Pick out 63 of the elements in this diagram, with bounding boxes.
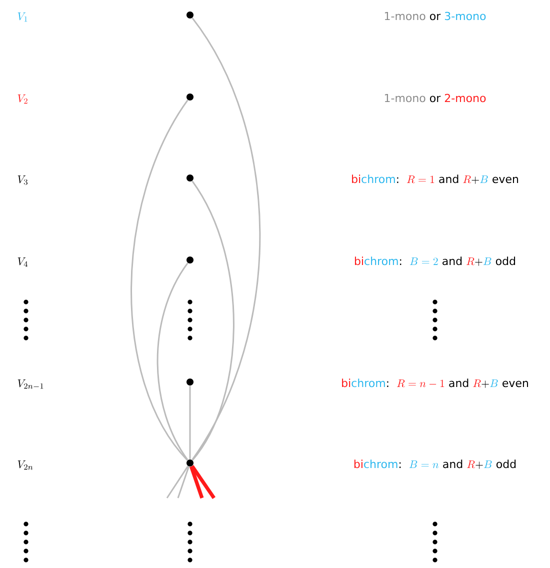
vertex-label: $V_1$ bbox=[18, 12, 28, 22]
label: odd bbox=[496, 256, 516, 266]
vertex-label: $V_3$ bbox=[18, 176, 28, 185]
label: bi bbox=[352, 174, 360, 184]
condition-text: 1-mono or 2-mono bbox=[384, 94, 486, 102]
label: and bbox=[442, 256, 462, 266]
edge-line bbox=[190, 465, 216, 500]
label: odd bbox=[496, 460, 516, 468]
edge-line bbox=[166, 466, 189, 498]
vertex-label: $V_2$ bbox=[18, 94, 28, 104]
label: : bbox=[397, 177, 398, 183]
label: $B=2$ bbox=[410, 258, 438, 265]
label: and bbox=[443, 460, 462, 468]
label: and bbox=[439, 174, 458, 184]
label: chrom bbox=[364, 256, 398, 266]
edge-line bbox=[177, 466, 190, 498]
label: even bbox=[502, 380, 528, 388]
vertex-dot bbox=[186, 12, 194, 18]
label: $+$ bbox=[475, 258, 482, 266]
vertex-dot bbox=[186, 378, 194, 386]
label: $R$ bbox=[473, 380, 481, 388]
vertex-label: $V_{2n-1}$ bbox=[18, 380, 44, 389]
label: chrom bbox=[352, 378, 385, 388]
condition-text: 1-mono or 3-mono bbox=[384, 12, 486, 20]
vertex-label: $V_{2n}$ bbox=[18, 460, 33, 470]
label: $B$ bbox=[480, 176, 488, 183]
vertex-dot bbox=[186, 460, 194, 466]
label: even bbox=[492, 176, 518, 184]
label: $R=1$ bbox=[406, 176, 434, 184]
vertex-dot bbox=[186, 94, 194, 100]
label: chrom bbox=[362, 174, 395, 184]
label: $+$ bbox=[472, 176, 479, 184]
condition-text: bichrom : $B=2$ and $R$$+$$B$ odd bbox=[354, 256, 516, 266]
label: : bbox=[399, 462, 401, 468]
label: : bbox=[387, 381, 388, 387]
label: $B=n$ bbox=[409, 460, 439, 468]
label: $B$ bbox=[484, 460, 492, 468]
edge-line bbox=[192, 180, 234, 461]
vertex-dot bbox=[186, 256, 194, 264]
vertex-label: $V_4$ bbox=[18, 258, 28, 267]
condition-text: bichrom : $B=n$ and $R$$+$$B$ odd bbox=[354, 460, 516, 469]
label: $R$ bbox=[463, 176, 471, 184]
label: bi bbox=[342, 378, 350, 388]
label: $R$ bbox=[466, 258, 474, 266]
edge-line bbox=[190, 466, 204, 499]
label: $R$ bbox=[467, 460, 475, 468]
edge-line bbox=[156, 262, 188, 460]
label: bi bbox=[354, 460, 362, 468]
label: : bbox=[400, 259, 402, 265]
label: $+$ bbox=[482, 380, 489, 388]
edge-line bbox=[189, 386, 191, 460]
label: chrom bbox=[364, 460, 398, 468]
condition-text: bichrom : $R=1$ and $R$$+$$B$ even bbox=[352, 174, 518, 184]
vertex-dot bbox=[186, 174, 194, 182]
label: $B$ bbox=[483, 258, 492, 265]
label: $B$ bbox=[490, 380, 498, 387]
condition-text: bichrom : $R=n-1$ and $R$$+$$B$ even bbox=[342, 378, 528, 388]
label: $R=n-1$ bbox=[396, 380, 444, 388]
label: bi bbox=[354, 256, 363, 266]
edge-line bbox=[130, 100, 188, 461]
label: $+$ bbox=[476, 462, 483, 469]
edge-line bbox=[192, 17, 261, 460]
label: and bbox=[449, 378, 468, 388]
